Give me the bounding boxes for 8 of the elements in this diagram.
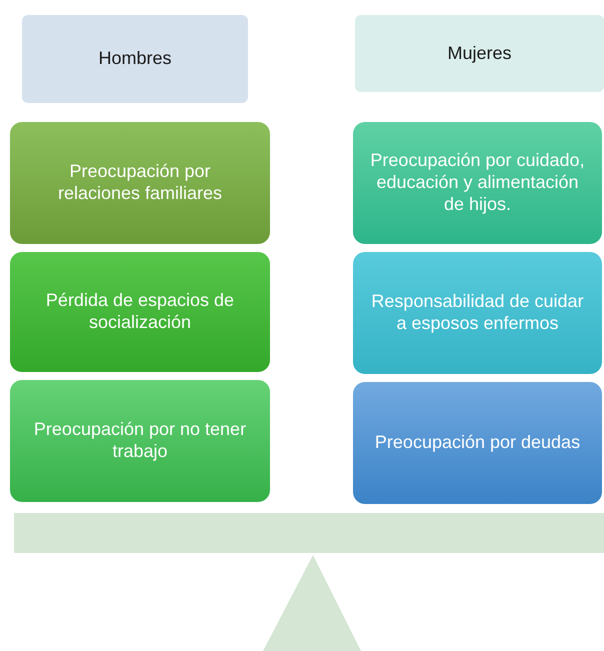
concern-box: Preocupación por cuidado, educación y alimentación de hijos. xyxy=(353,122,602,244)
concern-box: Pérdida de espacios de socialización xyxy=(10,252,270,372)
concern-box: Preocupación por deudas xyxy=(353,382,602,504)
group-header: Hombres xyxy=(22,15,248,103)
concern-box: Preocupación por relaciones familiares xyxy=(10,122,270,244)
concern-box: Responsabilidad de cuidar a esposos enfermos xyxy=(353,252,602,374)
group-header: Mujeres xyxy=(355,15,604,92)
concern-box: Preocupación por no tener trabajo xyxy=(10,380,270,502)
